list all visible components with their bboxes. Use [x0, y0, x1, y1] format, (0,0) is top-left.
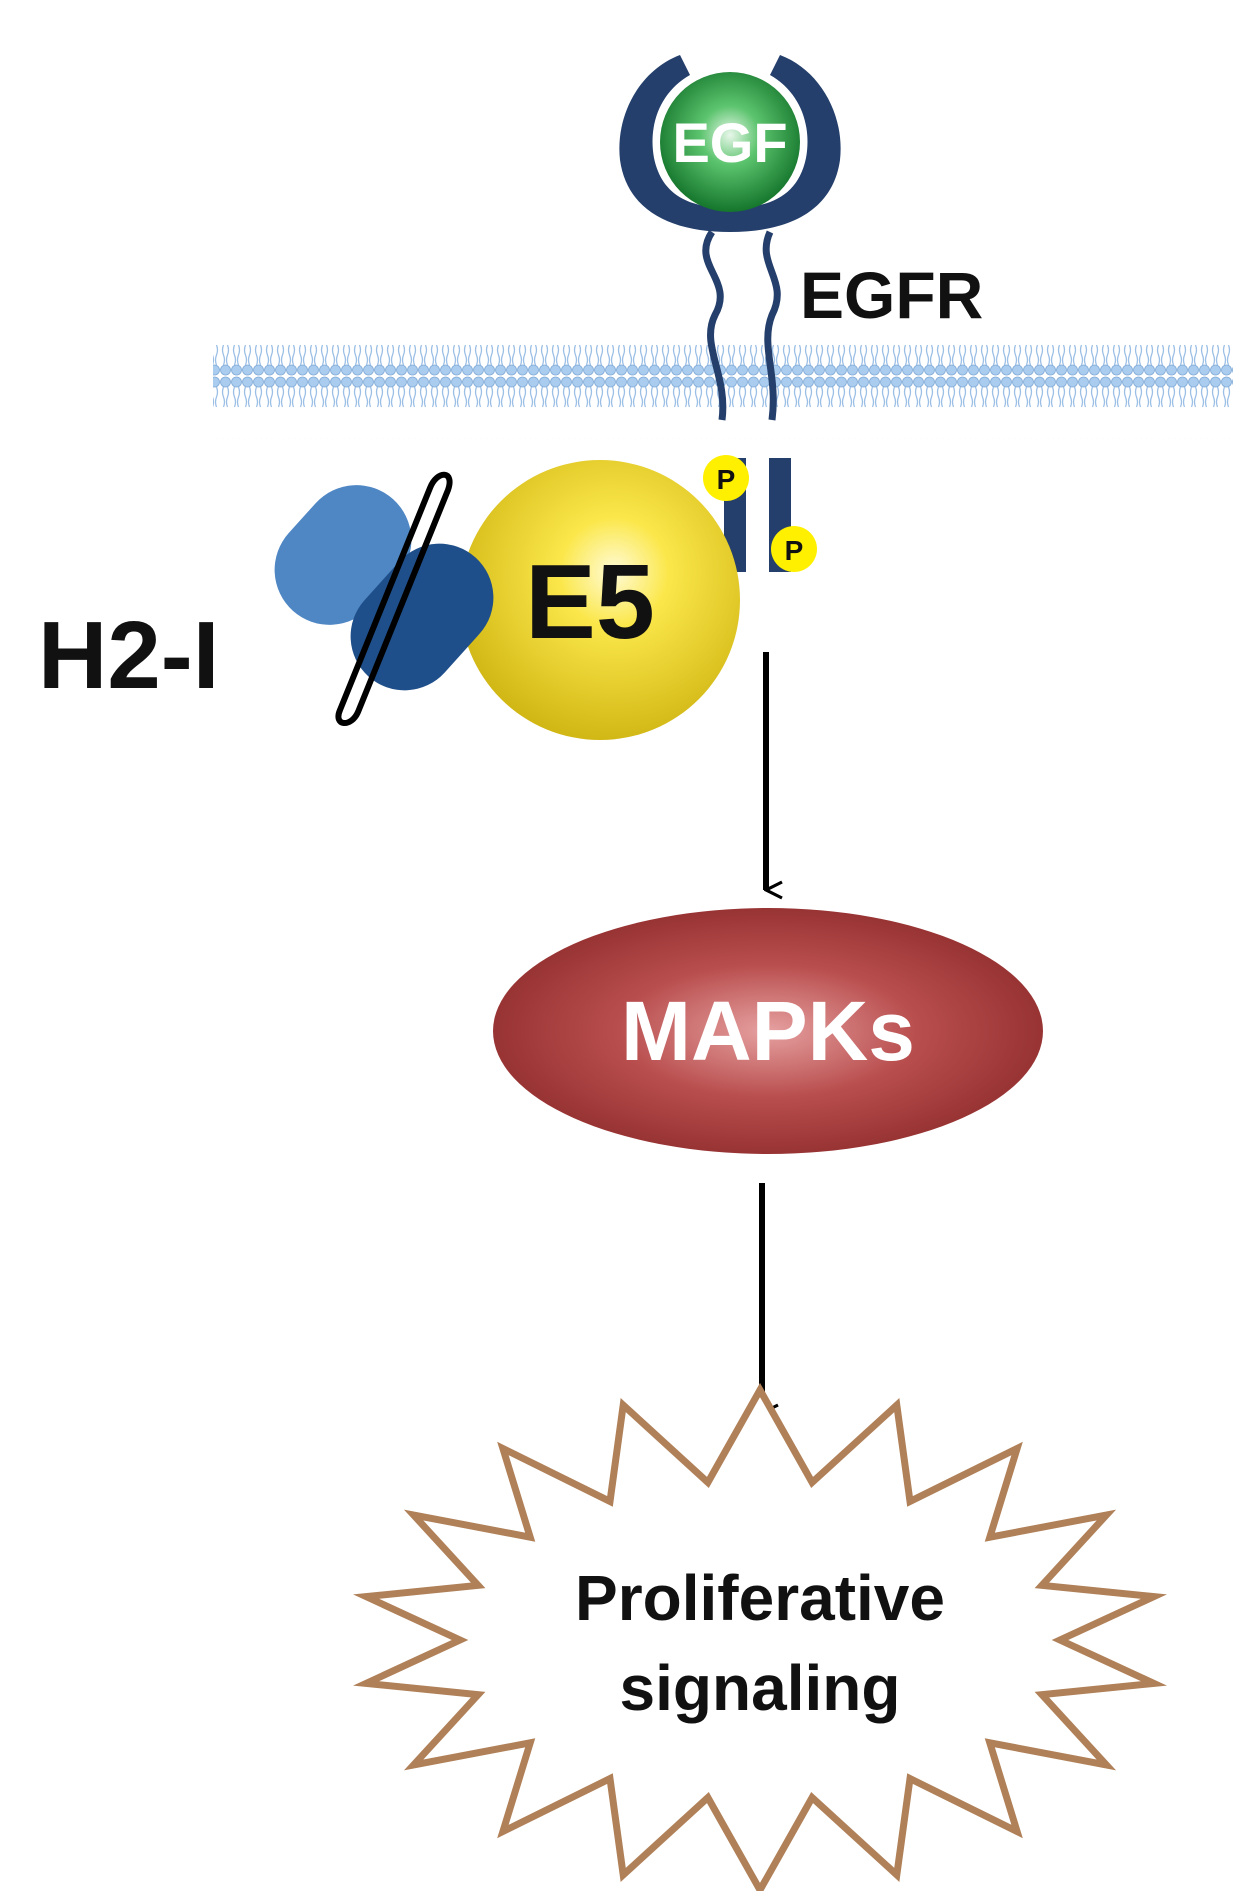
h2i-label: H2-I — [38, 602, 219, 709]
h2i-complex — [274, 471, 494, 726]
proliferative-signaling-burst: Proliferative signaling — [353, 1382, 1167, 1891]
egf-label: EGF — [672, 111, 787, 174]
mapks-label: MAPKs — [621, 984, 915, 1078]
phospho-site-1: P — [703, 455, 749, 501]
h2i-dark-chain — [350, 543, 494, 691]
egf-ligand: EGF — [619, 55, 841, 232]
egfr-strand-left — [702, 230, 727, 421]
mapks-node: MAPKs — [493, 908, 1043, 1154]
egfr-receptor — [702, 230, 781, 421]
egfr-label: EGFR — [800, 258, 983, 332]
outcome-line-1: Proliferative — [575, 1562, 945, 1634]
h2i-transmembrane-loop — [335, 471, 453, 726]
egf-circle — [660, 72, 800, 212]
phospho-site-2: P — [771, 526, 817, 572]
outcome-line-2: signaling — [620, 1652, 901, 1724]
e5-label: E5 — [525, 543, 655, 661]
egfr-strand-right — [762, 230, 781, 421]
phospho-label-1: P — [717, 464, 736, 495]
e5-protein: E5 — [460, 460, 740, 740]
phospho-label-2: P — [785, 535, 804, 566]
